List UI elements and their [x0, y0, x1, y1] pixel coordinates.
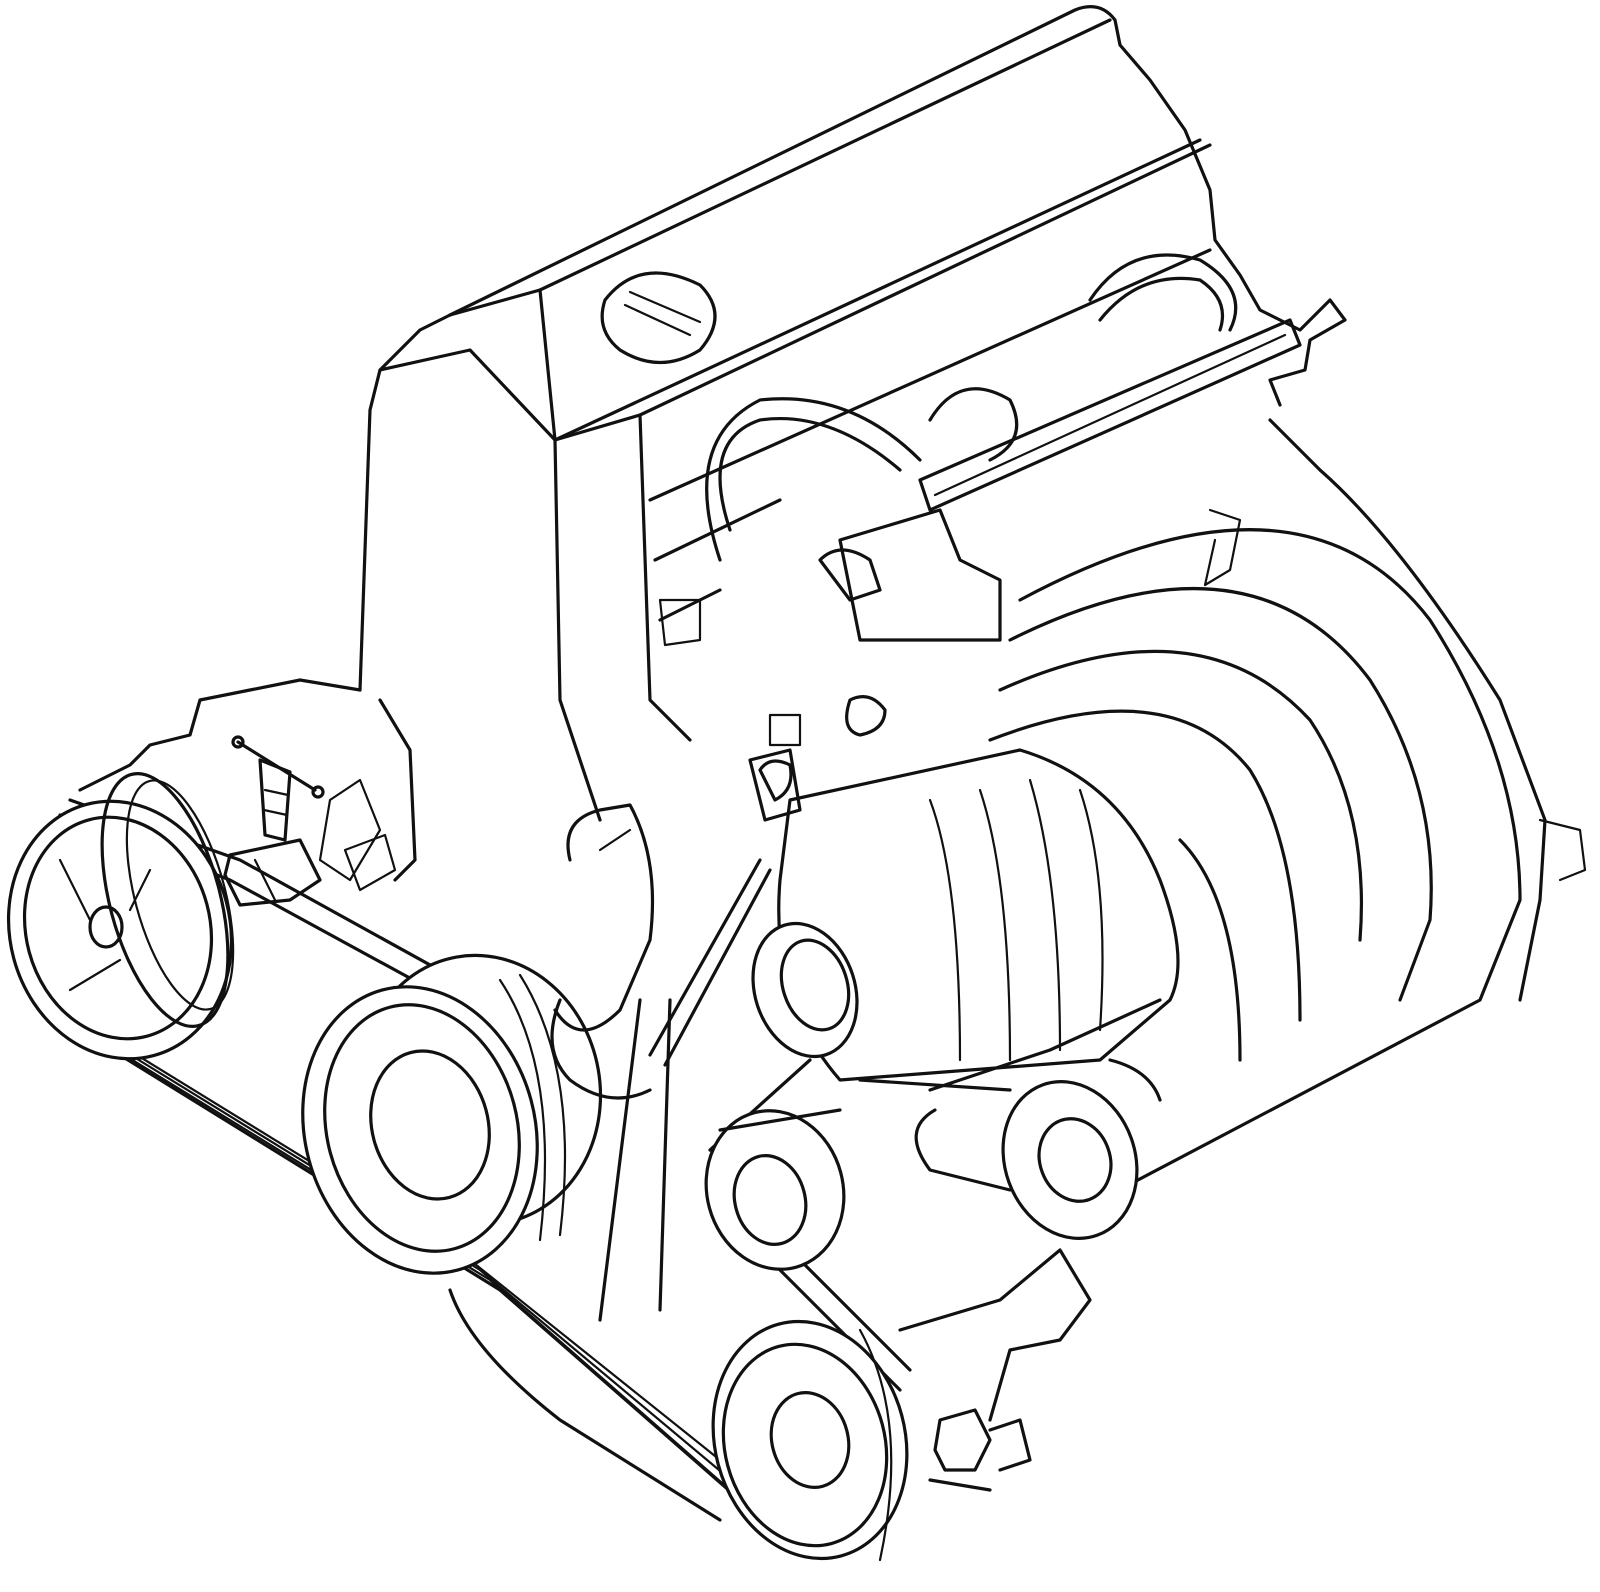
mount-bracket — [914, 998, 1162, 1240]
crankshaft-pulley — [301, 953, 603, 1275]
alternator — [748, 748, 1180, 1082]
alternator-pulley — [751, 921, 859, 1059]
lower-pulley — [711, 1319, 909, 1562]
belt-tension-tool — [223, 735, 325, 907]
timing-cover — [78, 678, 417, 892]
hub-bolt-icon — [88, 905, 124, 949]
engine-block-lower — [448, 998, 1092, 1522]
idler-pulley — [704, 1108, 846, 1271]
power-steering-pulley — [6, 772, 235, 1061]
drain-plug-icon — [933, 1408, 992, 1472]
coolant-pipe — [550, 803, 655, 1100]
cylinder-head — [358, 5, 1347, 822]
oil-cap-icon — [600, 271, 717, 365]
intake-manifold — [658, 253, 1587, 1202]
